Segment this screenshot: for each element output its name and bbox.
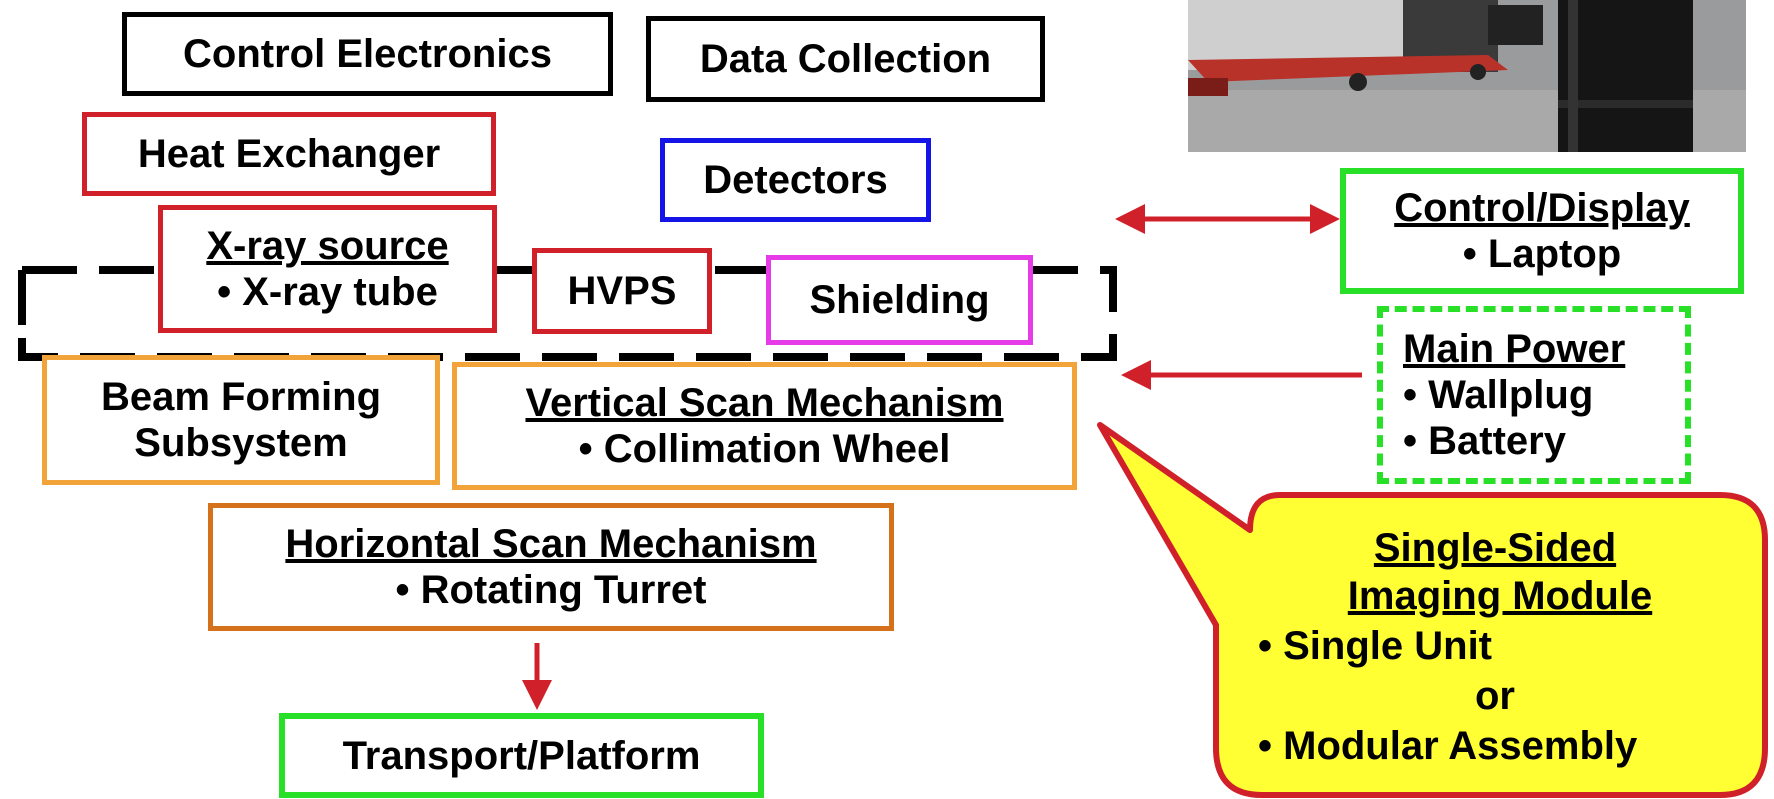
main-power-box: Main Power • Wallplug • Battery (1377, 306, 1691, 484)
callout-or: or (1475, 674, 1515, 718)
callout-item-single-unit: • Single Unit (1258, 624, 1493, 668)
data-collection-label: Data Collection (699, 37, 992, 81)
callout-item-modular-assembly: • Modular Assembly (1258, 724, 1638, 768)
hvps-box: HVPS (532, 248, 712, 334)
shielding-label: Shielding (809, 278, 990, 322)
equipment-photo-drawing (1188, 0, 1746, 152)
heat-exchanger-box: Heat Exchanger (82, 112, 496, 196)
shielding-box: Shielding (766, 255, 1033, 345)
transport-platform-box: Transport/Platform (279, 713, 764, 798)
main-power-item-battery: • Battery (1403, 419, 1566, 463)
vertical-scan-box: Vertical Scan Mechanism • Collimation Wh… (452, 362, 1077, 490)
main-power-item-wallplug: • Wallplug (1403, 373, 1594, 417)
equipment-photo (1188, 0, 1746, 152)
callout-title-line1: Single-Sided (1373, 526, 1617, 570)
vertical-scan-title: Vertical Scan Mechanism (525, 381, 1004, 425)
data-collection-box: Data Collection (646, 16, 1045, 102)
heat-exchanger-label: Heat Exchanger (137, 132, 441, 176)
callout-bubble-shape (1097, 422, 1768, 798)
horizontal-scan-title: Horizontal Scan Mechanism (285, 522, 817, 566)
shielding-enclosure-dashed (18, 266, 1117, 361)
horizontal-scan-box: Horizontal Scan Mechanism • Rotating Tur… (208, 503, 894, 631)
xray-source-title: X-ray source (206, 224, 449, 268)
control-display-title: Control/Display (1394, 186, 1690, 230)
detectors-label: Detectors (703, 158, 888, 202)
control-electronics-label: Control Electronics (183, 32, 552, 76)
main-power-title: Main Power (1403, 327, 1626, 371)
beam-forming-box: Beam Forming Subsystem (42, 355, 440, 485)
xray-source-item: • X-ray tube (217, 270, 438, 314)
beam-forming-line1: Beam Forming (100, 375, 382, 419)
callout-title-line2: Imaging Module (1347, 574, 1653, 618)
transport-platform-label: Transport/Platform (342, 733, 701, 778)
control-electronics-box: Control Electronics (122, 12, 613, 96)
hvps-label: HVPS (567, 269, 677, 313)
control-display-box: Control/Display • Laptop (1340, 168, 1744, 294)
beam-forming-line2: Subsystem (134, 421, 348, 465)
xray-source-box: X-ray source • X-ray tube (158, 205, 497, 333)
detectors-box: Detectors (660, 138, 931, 222)
vertical-scan-item: • Collimation Wheel (578, 427, 951, 471)
control-display-item: • Laptop (1462, 232, 1622, 276)
horizontal-scan-item: • Rotating Turret (395, 568, 707, 612)
